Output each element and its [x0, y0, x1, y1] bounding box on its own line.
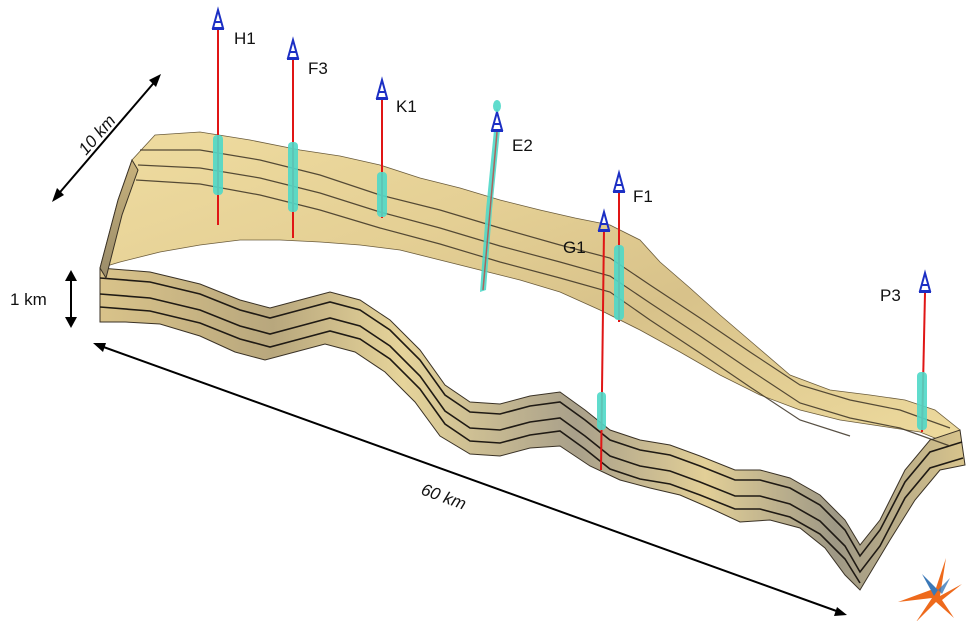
- thickness-label: 1 km: [10, 290, 47, 309]
- well-k1[interactable]: K1: [375, 76, 417, 218]
- well-e2[interactable]: E2: [480, 100, 533, 292]
- derrick-icon: [211, 6, 225, 30]
- derrick-icon: [918, 269, 932, 293]
- log-interval: [917, 372, 927, 430]
- log-interval: [213, 135, 223, 195]
- derrick-icon: [612, 169, 626, 193]
- well-label: F1: [633, 187, 653, 206]
- log-interval: [288, 142, 298, 212]
- scale-thickness: 1 km: [10, 270, 77, 328]
- wells: H1 F3 K1 E2: [211, 6, 932, 471]
- log-interval: [597, 392, 606, 430]
- well-label: G1: [563, 238, 586, 257]
- front-face: [99, 267, 966, 591]
- length-label: 60 km: [419, 480, 469, 514]
- geological-block: [99, 131, 966, 591]
- well-label: E2: [512, 136, 533, 155]
- well-label: K1: [396, 97, 417, 116]
- well-h1[interactable]: H1: [211, 6, 256, 225]
- log-interval: [614, 245, 624, 320]
- well-g1[interactable]: G1: [563, 208, 611, 471]
- well-label: P3: [880, 286, 901, 305]
- compass-icon: [898, 558, 962, 621]
- well-f1[interactable]: F1: [612, 169, 653, 322]
- derrick-icon: [490, 108, 504, 132]
- front-horizons: [99, 277, 964, 584]
- derrick-icon: [597, 208, 611, 232]
- left-side-face: [99, 158, 139, 280]
- well-p3[interactable]: P3: [880, 269, 932, 433]
- width-label: 10 km: [75, 111, 120, 158]
- log-interval: [377, 172, 387, 217]
- well-label: F3: [308, 59, 328, 78]
- derrick-icon: [286, 36, 300, 60]
- derrick-icon: [375, 76, 389, 100]
- well-f3[interactable]: F3: [286, 36, 328, 238]
- well-label: H1: [234, 29, 256, 48]
